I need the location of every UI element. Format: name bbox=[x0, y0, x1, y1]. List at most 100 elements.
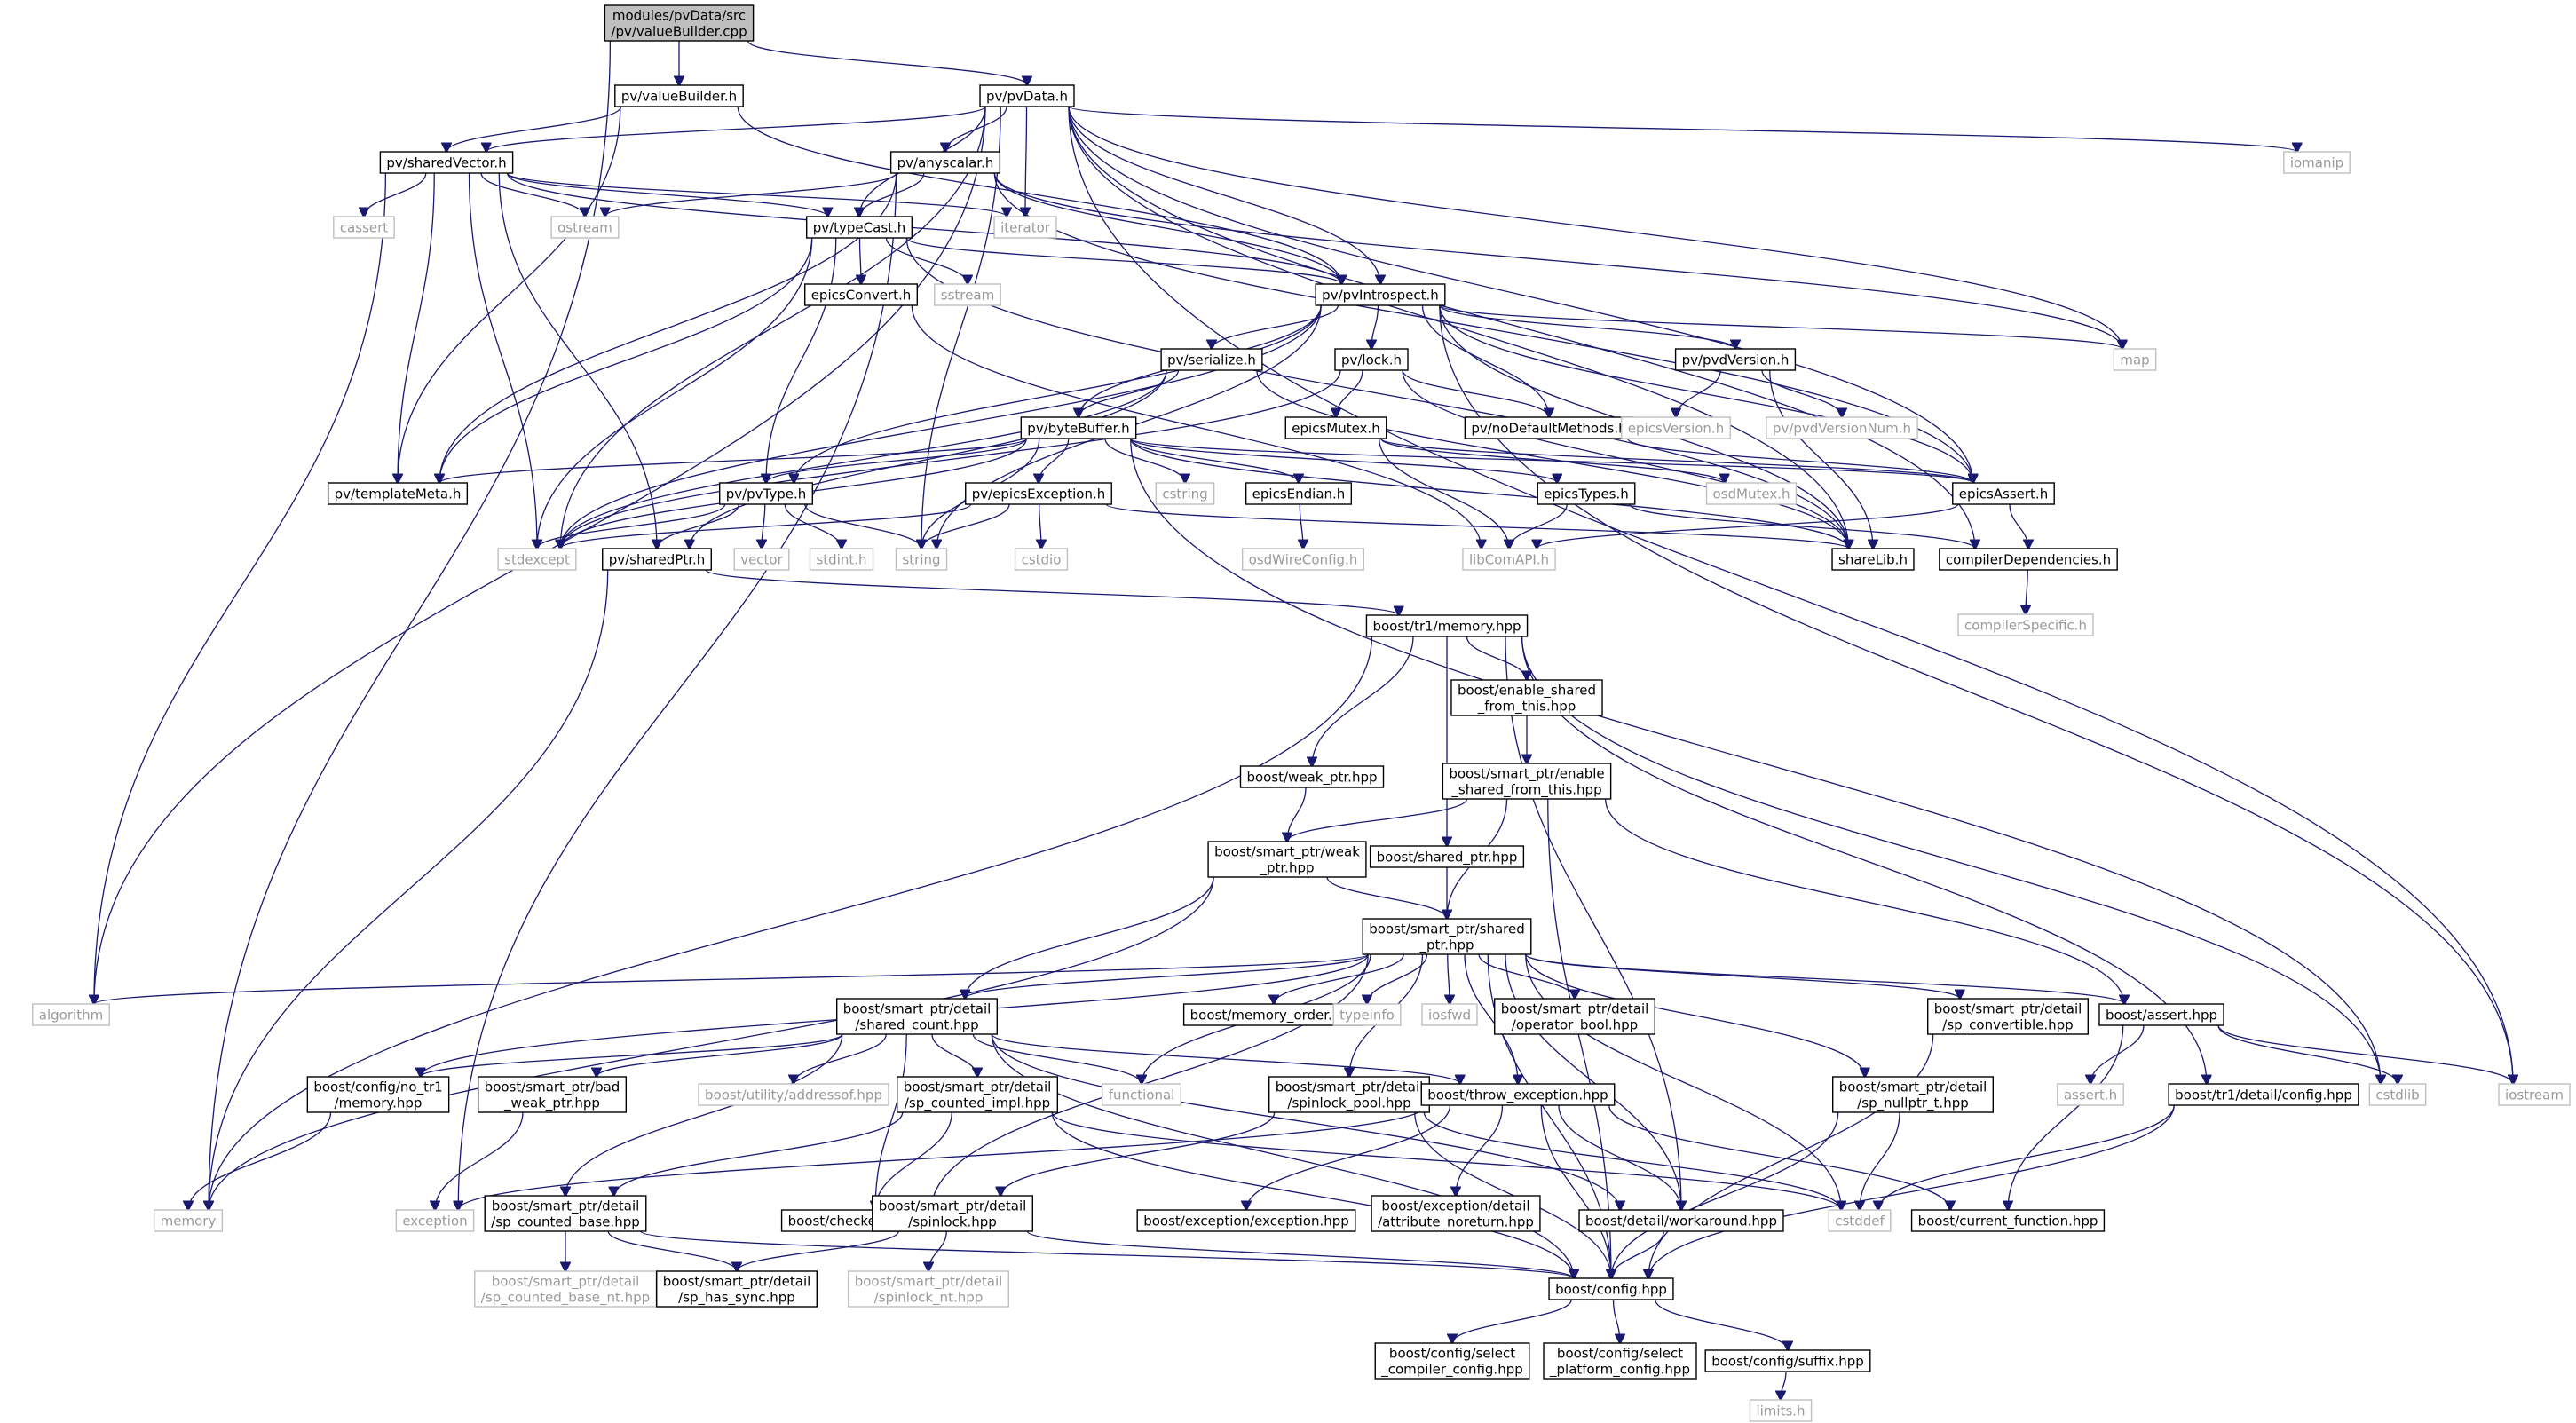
node-tr1Config[interactable]: boost/tr1/detail/config.hpp bbox=[2168, 1083, 2359, 1106]
node-selectPlatform[interactable]: boost/config/select_platform_config.hpp bbox=[1543, 1342, 1697, 1380]
edge-typeCast-to-sstream bbox=[885, 237, 968, 284]
node-label: pv/byteBuffer.h bbox=[1027, 421, 1129, 437]
node-throwException[interactable]: boost/throw_exception.hpp bbox=[1420, 1083, 1616, 1106]
node-noDefaultMethods[interactable]: pv/noDefaultMethods.h bbox=[1464, 416, 1634, 439]
node-spSharedPtr[interactable]: boost/smart_ptr/shared_ptr.hpp bbox=[1362, 918, 1532, 955]
node-label: boost/config/select bbox=[1389, 1346, 1515, 1362]
node-label: /sp_convertible.hpp bbox=[1942, 1017, 2073, 1034]
node-typeCast[interactable]: pv/typeCast.h bbox=[805, 216, 913, 239]
node-epicsTypes[interactable]: epicsTypes.h bbox=[1537, 482, 1636, 505]
node-epicsEndian[interactable]: epicsEndian.h bbox=[1245, 482, 1353, 505]
edge-spSharedPtr-to-operatorBool bbox=[1478, 953, 1575, 999]
edge-pvIntrospect-to-map bbox=[1439, 304, 2122, 349]
node-sharedVector[interactable]: pv/sharedVector.h bbox=[379, 151, 514, 174]
node-suffix[interactable]: boost/config/suffix.hpp bbox=[1704, 1349, 1871, 1372]
node-workaround[interactable]: boost/detail/workaround.hpp bbox=[1578, 1209, 1784, 1232]
node-label: pv/pvIntrospect.h bbox=[1322, 288, 1439, 304]
node-boostConfig[interactable]: boost/config.hpp bbox=[1548, 1277, 1674, 1300]
node-root[interactable]: modules/pvData/src/pv/valueBuilder.cpp bbox=[604, 4, 755, 42]
node-label: libComAPI.h bbox=[1469, 552, 1549, 568]
edge-spSharedPtr-to-boostAssert bbox=[1525, 953, 2124, 1004]
node-spNullptr[interactable]: boost/smart_ptr/detail/sp_nullptr_t.hpp bbox=[1832, 1076, 1994, 1113]
node-compilerDependencies[interactable]: compilerDependencies.h bbox=[1939, 548, 2118, 571]
node-spinlockPool[interactable]: boost/smart_ptr/detail/spinlock_pool.hpp bbox=[1268, 1076, 1430, 1113]
node-spinlock[interactable]: boost/smart_ptr/detail/spinlock.hpp bbox=[872, 1195, 1033, 1232]
node-box bbox=[836, 998, 998, 1035]
node-label: pv/sharedVector.h bbox=[386, 155, 506, 171]
node-enableSharedFromThis[interactable]: boost/enable_shared_from_this.hpp bbox=[1450, 679, 1603, 716]
node-label: iomanip bbox=[2290, 155, 2343, 171]
node-vector: vector bbox=[733, 548, 790, 571]
node-label: modules/pvData/src bbox=[612, 8, 746, 24]
node-selectCompiler[interactable]: boost/config/select_compiler_config.hpp bbox=[1374, 1342, 1530, 1380]
node-exceptionHpp[interactable]: boost/exception/exception.hpp bbox=[1136, 1209, 1356, 1232]
edge-tr1memory-to-workaround bbox=[1505, 636, 1681, 1210]
node-epicsMutex[interactable]: epicsMutex.h bbox=[1284, 416, 1387, 439]
node-spEnableShared[interactable]: boost/smart_ptr/enable_shared_from_this.… bbox=[1442, 763, 1612, 800]
edge-pvIntrospect-to-pvdVersion bbox=[1439, 304, 1735, 349]
edge-lock-to-noDefaultMethods bbox=[1402, 369, 1549, 417]
edge-pvdVersion-to-pvdVersionNum bbox=[1761, 369, 1842, 417]
node-box bbox=[1621, 416, 1731, 439]
node-tr1memory[interactable]: boost/tr1/memory.hpp bbox=[1365, 614, 1529, 637]
node-lock[interactable]: pv/lock.h bbox=[1334, 348, 1409, 371]
node-operatorBool[interactable]: boost/smart_ptr/detail/operator_bool.hpp bbox=[1494, 998, 1655, 1035]
edge-spWeakPtr-to-spSharedPtr bbox=[1326, 876, 1447, 919]
node-label: ostream bbox=[557, 220, 612, 236]
node-spCountedBase[interactable]: boost/smart_ptr/detail/sp_counted_base.h… bbox=[484, 1195, 647, 1232]
node-spWeakPtr[interactable]: boost/smart_ptr/weak_ptr.hpp bbox=[1207, 841, 1367, 878]
node-shareLib[interactable]: shareLib.h bbox=[1831, 548, 1915, 571]
edge-epicsEndian-to-osdWireConfig bbox=[1300, 503, 1303, 549]
node-epicsAssert[interactable]: epicsAssert.h bbox=[1952, 482, 2055, 505]
node-pvdVersion[interactable]: pv/pvdVersion.h bbox=[1674, 348, 1797, 371]
node-box bbox=[477, 1076, 628, 1113]
node-box bbox=[804, 283, 918, 306]
node-sharedPtrHpp[interactable]: boost/shared_ptr.hpp bbox=[1369, 845, 1525, 868]
node-sharedCount[interactable]: boost/smart_ptr/detail/shared_count.hpp bbox=[836, 998, 998, 1035]
edge-pvData-to-iostream bbox=[1068, 106, 2513, 1084]
node-anyscalar[interactable]: pv/anyscalar.h bbox=[889, 151, 1001, 174]
node-spHasSync[interactable]: boost/smart_ptr/detail/sp_has_sync.hpp bbox=[656, 1270, 818, 1308]
node-templateMeta[interactable]: pv/templateMeta.h bbox=[327, 482, 469, 505]
edge-spinlock-to-boostConfig bbox=[1026, 1230, 1574, 1278]
edge-spinlock-to-spHasSync bbox=[737, 1230, 899, 1271]
node-spConvertible[interactable]: boost/smart_ptr/detail/sp_convertible.hp… bbox=[1927, 998, 2089, 1035]
edge-pvIntrospect-to-noDefaultMethods bbox=[1421, 304, 1550, 417]
node-weakPtr[interactable]: boost/weak_ptr.hpp bbox=[1239, 765, 1385, 788]
node-label: _compiler_config.hpp bbox=[1380, 1362, 1523, 1379]
node-box bbox=[474, 1270, 657, 1308]
node-epicsException[interactable]: pv/epicsException.h bbox=[965, 482, 1112, 505]
node-epicsConvert[interactable]: epicsConvert.h bbox=[804, 283, 918, 306]
edge-spSharedPtr-to-checkedDelete bbox=[931, 953, 1369, 1210]
edge-pvIntrospect-to-lock bbox=[1371, 304, 1379, 349]
node-pvType[interactable]: pv/pvType.h bbox=[719, 482, 813, 505]
edge-sharedCount-to-spCountedImpl bbox=[931, 1033, 977, 1077]
node-label: boost/enable_shared bbox=[1458, 683, 1596, 700]
edge-anyscalar-to-map bbox=[993, 172, 2122, 349]
node-noTr1Memory[interactable]: boost/config/no_tr1/memory.hpp bbox=[306, 1076, 450, 1113]
edge-spinlock-to-spinlockNt bbox=[928, 1230, 947, 1271]
edge-valueBuilder-to-sharedVector bbox=[446, 106, 622, 152]
node-spCountedImpl[interactable]: boost/smart_ptr/detail/sp_counted_impl.h… bbox=[897, 1076, 1058, 1113]
node-label: compilerSpecific.h bbox=[1964, 618, 2087, 634]
node-currentFunction[interactable]: boost/current_function.hpp bbox=[1910, 1209, 2106, 1232]
node-functional: functional bbox=[1101, 1083, 1182, 1106]
edge-lock-to-shareLib bbox=[1402, 369, 1848, 549]
edge-epicsException-to-shareLib bbox=[1105, 503, 1848, 549]
node-label: /sp_nullptr_t.hpp bbox=[1857, 1095, 1969, 1112]
node-label: vector bbox=[740, 552, 783, 568]
node-byteBuffer[interactable]: pv/byteBuffer.h bbox=[1020, 416, 1137, 439]
node-valueBuilder[interactable]: pv/valueBuilder.h bbox=[614, 84, 744, 107]
edge-pvData-to-pvIntrospect bbox=[1068, 106, 1380, 284]
node-pvData[interactable]: pv/pvData.h bbox=[979, 84, 1075, 107]
node-label: _ptr.hpp bbox=[1259, 860, 1314, 877]
node-label: /spinlock.hpp bbox=[908, 1214, 997, 1230]
node-algorithm: algorithm bbox=[32, 1003, 110, 1026]
node-boostAssert[interactable]: boost/assert.hpp bbox=[2098, 1003, 2224, 1026]
node-pvIntrospect[interactable]: pv/pvIntrospect.h bbox=[1315, 283, 1446, 306]
edge-spSharedPtr-to-cstddef bbox=[1525, 953, 1841, 1210]
node-badWeakPtr[interactable]: boost/smart_ptr/bad_weak_ptr.hpp bbox=[477, 1076, 628, 1113]
node-attrNoreturn[interactable]: boost/exception/detail/attribute_noretur… bbox=[1371, 1195, 1541, 1232]
node-serialize[interactable]: pv/serialize.h bbox=[1160, 348, 1263, 371]
node-sharedPtr[interactable]: pv/sharedPtr.h bbox=[602, 548, 712, 571]
